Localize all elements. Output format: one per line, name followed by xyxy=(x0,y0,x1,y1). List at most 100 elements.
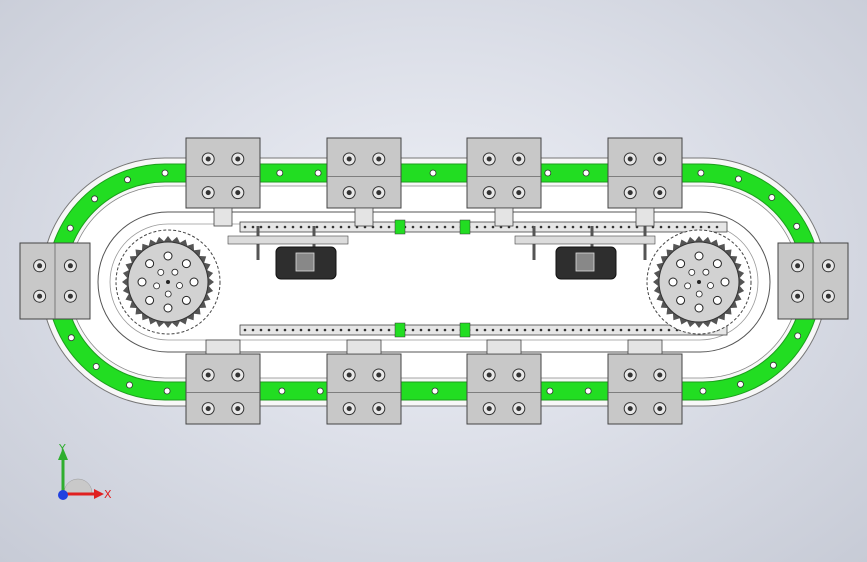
chain-pin xyxy=(419,225,423,229)
sprocket-bolt xyxy=(668,277,678,287)
carriage-bolt-core xyxy=(486,372,492,378)
chain-pin xyxy=(563,225,567,229)
track-bolt xyxy=(697,169,705,177)
carriage-bolt-core xyxy=(795,293,801,299)
carriage-block xyxy=(19,242,91,320)
chain-pin xyxy=(619,225,623,229)
chain-pin xyxy=(251,225,255,229)
sprocket-bolt xyxy=(145,295,155,305)
chain-pin xyxy=(387,225,391,229)
chain-pin xyxy=(451,225,455,229)
y-axis-arrow-head xyxy=(58,448,68,460)
track-bolt xyxy=(124,176,131,184)
chain-pin xyxy=(675,225,679,229)
sprocket-inner-bolt xyxy=(157,268,165,276)
track-bolt xyxy=(794,332,802,340)
track-bolt xyxy=(737,380,744,388)
chain-pin xyxy=(555,328,559,332)
chain-pin xyxy=(491,225,495,229)
chain-pin xyxy=(427,328,431,332)
track-bolt xyxy=(278,387,286,395)
carriage-bolt-core xyxy=(627,156,633,162)
carriage-stem xyxy=(346,339,382,355)
chain-pin xyxy=(275,328,279,332)
carriage-bolt-core xyxy=(376,372,382,378)
chain-pin xyxy=(347,225,351,229)
carriage-bolt-core xyxy=(346,190,352,196)
chain-pin xyxy=(539,225,543,229)
carriage-plate xyxy=(326,353,402,425)
chain-pin xyxy=(243,328,247,332)
chain-pin xyxy=(651,328,655,332)
sprocket-inner-bolt xyxy=(171,268,179,276)
carriage-block xyxy=(607,137,683,209)
track-bolt xyxy=(546,387,554,395)
carriage-bolt-core xyxy=(346,156,352,162)
carriage-bolt-core xyxy=(205,156,211,162)
sprocket-bolt xyxy=(181,259,191,269)
chain-pin xyxy=(659,225,663,229)
chain-pin xyxy=(715,225,719,229)
carriage-plate xyxy=(466,353,542,425)
chain-pin xyxy=(307,225,311,229)
chain-pin xyxy=(603,328,607,332)
carriage-bolt-core xyxy=(67,263,73,269)
chain-pin xyxy=(451,328,455,332)
chain-pin xyxy=(627,328,631,332)
carriage-bolt-core xyxy=(376,406,382,412)
chain-pin xyxy=(419,328,423,332)
carriage-stem xyxy=(627,339,663,355)
track-bolt xyxy=(584,387,592,395)
carriage-stem xyxy=(213,207,233,227)
carriage-stem xyxy=(635,207,655,227)
chain-pin xyxy=(643,328,647,332)
chain-pin xyxy=(339,225,343,229)
carriage-bolt-core xyxy=(516,190,522,196)
chain-pin xyxy=(587,225,591,229)
chain-pin xyxy=(371,328,375,332)
carriage-bolt-core xyxy=(486,190,492,196)
chain-pin xyxy=(483,328,487,332)
sprocket-inner-bolt xyxy=(688,268,696,276)
carriage-bolt-core xyxy=(516,372,522,378)
sprocket-bolt xyxy=(189,277,199,287)
chain-pin xyxy=(411,225,415,229)
drive-sprockets xyxy=(115,229,752,335)
chain-pin xyxy=(315,328,319,332)
track-bolt xyxy=(276,169,284,177)
sprocket-inner-bolt xyxy=(695,290,703,298)
sprocket-bolt xyxy=(676,259,686,269)
cross-bar xyxy=(514,235,656,245)
chain-pin xyxy=(283,328,287,332)
chain-pin xyxy=(699,225,703,229)
carriage-bolt-core xyxy=(376,190,382,196)
carriage-block xyxy=(777,242,849,320)
carriage-bolt-core xyxy=(795,263,801,269)
sprocket-bolt xyxy=(137,277,147,287)
chain-pin xyxy=(667,328,671,332)
chain-pin xyxy=(483,225,487,229)
track-bolt xyxy=(91,195,98,203)
chain-pin xyxy=(347,328,351,332)
carriage-bolt-core xyxy=(516,156,522,162)
carriage-bolt-core xyxy=(205,372,211,378)
carriage-bolt-core xyxy=(346,406,352,412)
left-sprocket xyxy=(115,229,221,335)
sensor-block xyxy=(575,252,595,272)
chain-pin xyxy=(611,328,615,332)
track-bolt xyxy=(429,169,437,177)
chain-pin xyxy=(259,328,263,332)
carriage-stem xyxy=(486,339,522,355)
triad-disc xyxy=(63,478,93,494)
track-bolt xyxy=(768,194,776,201)
chain-pin xyxy=(595,225,599,229)
chain-pin xyxy=(683,225,687,229)
sprocket-bolt xyxy=(720,277,730,287)
track-ring xyxy=(46,163,822,401)
chain-pin xyxy=(243,225,247,229)
sensor-block xyxy=(295,252,315,272)
sprocket-bolt xyxy=(163,251,173,261)
carriage-bolt-core xyxy=(657,406,663,412)
